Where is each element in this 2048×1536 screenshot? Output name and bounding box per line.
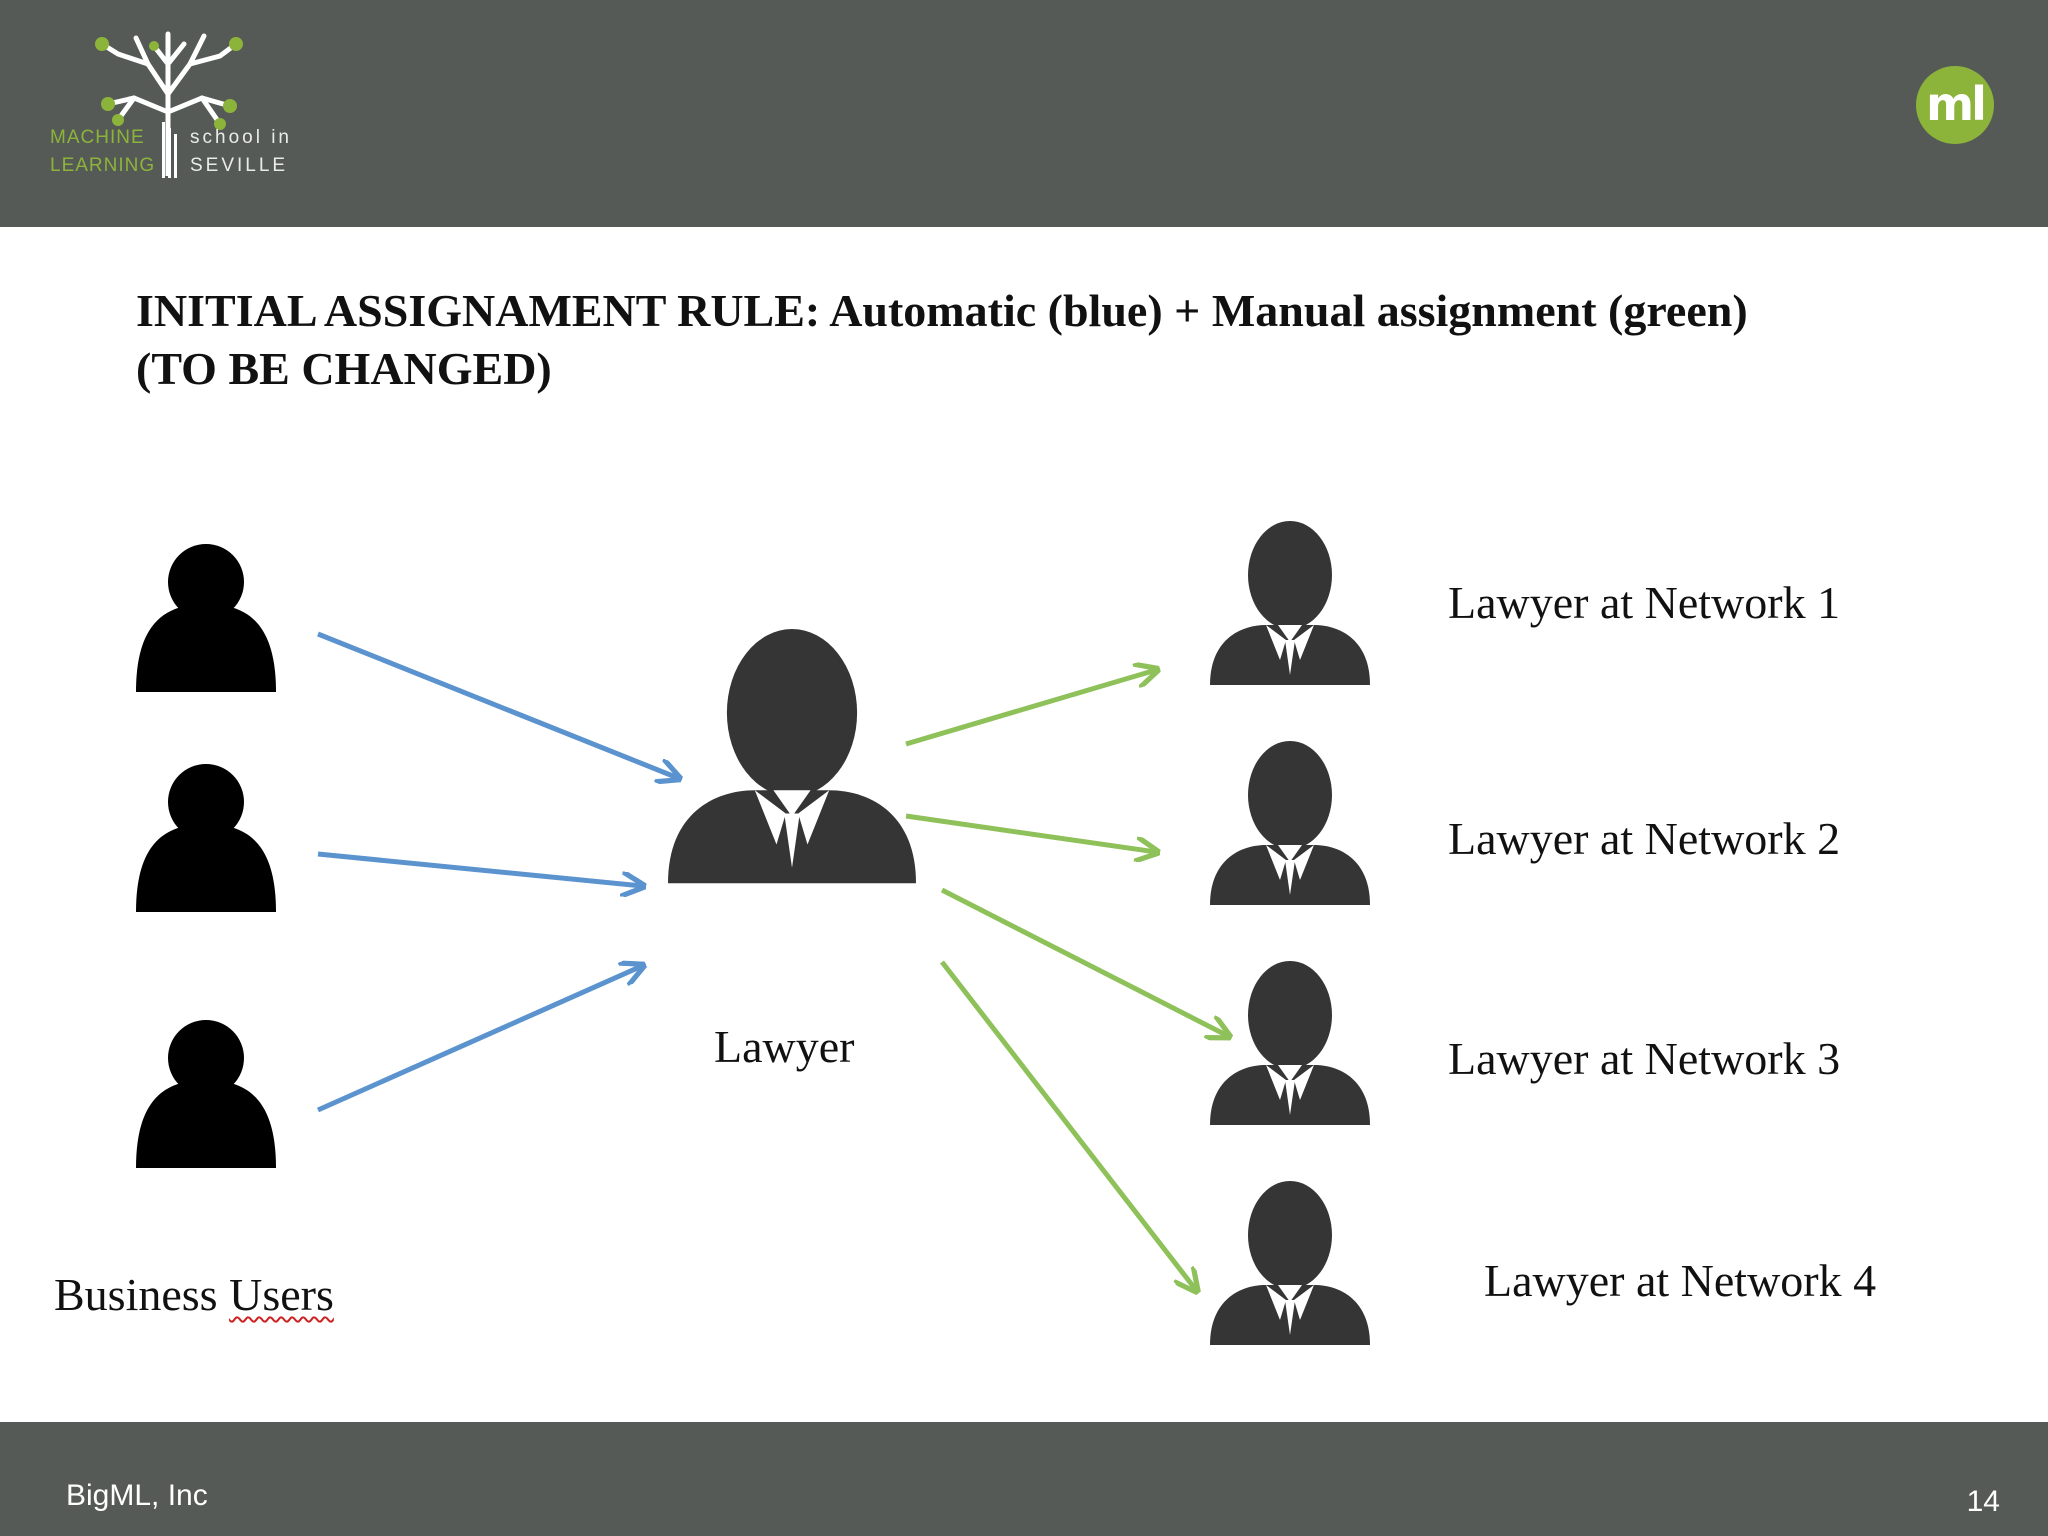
automatic-arrow	[317, 631, 678, 778]
manual-arrow	[940, 960, 1196, 1290]
center-lawyer-label: Lawyer	[714, 1021, 855, 1072]
automatic-arrow	[316, 966, 642, 1113]
logo-divider-bars	[162, 122, 177, 178]
manual-arrow	[905, 670, 1156, 747]
assignment-diagram: Business Users Lawyer Lawyer at Network …	[0, 227, 2048, 1422]
logo-line: LEARNING	[50, 155, 156, 176]
manual-arrow	[905, 813, 1156, 852]
lawyer-icon	[668, 629, 916, 884]
slide-title-line: (TO BE CHANGED)	[136, 343, 552, 394]
network-lawyer-label: Lawyer at Network 2	[1448, 813, 1841, 864]
network-lawyer-icon	[1210, 741, 1370, 905]
tree-logo-icon	[95, 31, 243, 176]
manual-arrow	[940, 887, 1228, 1036]
footer-bar	[0, 1422, 2048, 1536]
business-users-label-part: Users	[229, 1269, 334, 1320]
ml-logo-badge: ml	[1916, 66, 1994, 144]
logo-text-school-seville: school in SEVILLE	[190, 124, 330, 180]
automatic-arrow	[317, 851, 642, 886]
business-user-icon	[136, 764, 276, 912]
business-users-label: Business Users	[54, 1267, 334, 1323]
network-lawyer-icon	[1210, 521, 1370, 685]
business-user-icon	[136, 544, 276, 692]
logo-line: MACHINE	[50, 127, 145, 148]
network-lawyer-label: Lawyer at Network 1	[1448, 577, 1841, 628]
network-lawyer-label: Lawyer at Network 4	[1484, 1255, 1877, 1306]
footer-company: BigML, Inc	[66, 1479, 208, 1512]
business-user-icon	[136, 1020, 276, 1168]
slide-title: INITIAL ASSIGNAMENT RULE: Automatic (blu…	[136, 282, 1956, 398]
header-bar	[0, 0, 2048, 227]
page-number: 14	[1966, 1485, 2000, 1518]
business-users-label-part: Business	[54, 1269, 230, 1320]
network-lawyer-icon	[1210, 961, 1370, 1125]
network-lawyer-icon	[1210, 1181, 1370, 1345]
diagram-canvas	[136, 521, 1370, 1345]
logo-line: school in	[190, 127, 292, 148]
slide-title-line: INITIAL ASSIGNAMENT RULE: Automatic (blu…	[136, 285, 1748, 336]
logo-line: SEVILLE	[190, 155, 289, 176]
network-lawyer-label: Lawyer at Network 3	[1448, 1033, 1841, 1084]
logo-text-machine-learning: MACHINE LEARNING	[50, 124, 158, 180]
